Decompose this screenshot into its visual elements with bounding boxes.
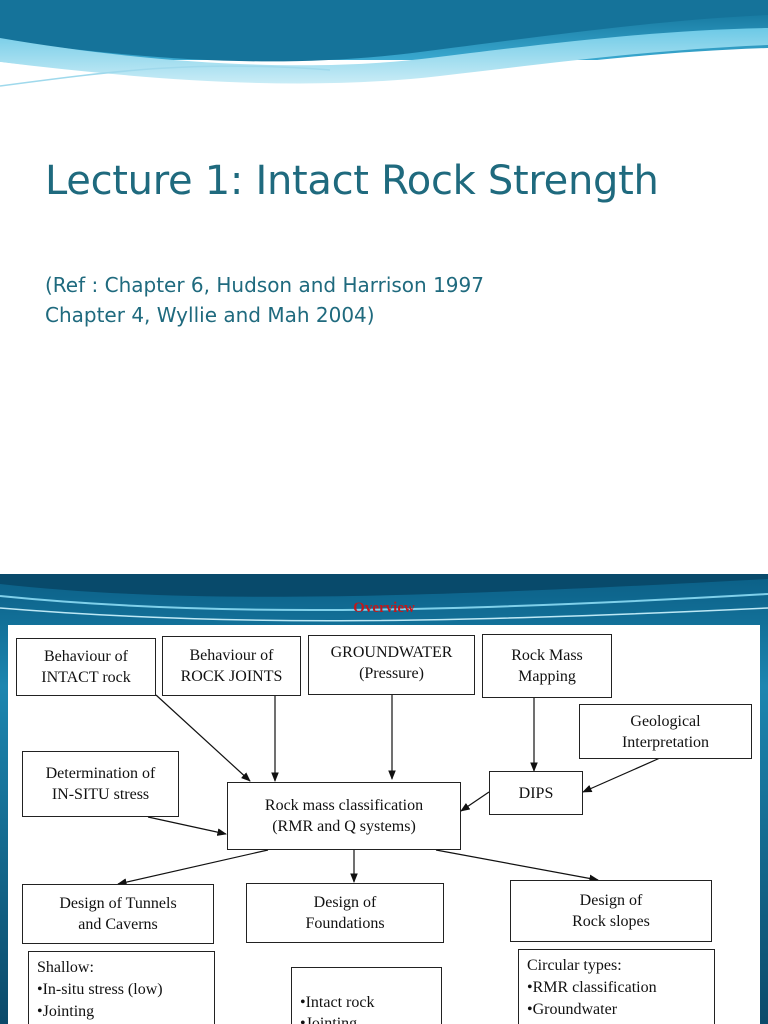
box-tunnels-line-1: Design of Tunnels xyxy=(23,893,213,914)
flowchart-panel: Behaviour of INTACT rock Behaviour of RO… xyxy=(8,625,760,1024)
slide-title: Lecture 1: Intact Rock Strength (Ref : C… xyxy=(0,0,768,574)
box-circular-line-2: •RMR classification xyxy=(527,977,706,999)
box-insitu-stress-line-1: Determination of xyxy=(23,763,178,784)
box-intact-list-line-1: •Intact rock xyxy=(300,992,433,1013)
box-shallow-notes: Shallow: •In-situ stress (low) •Jointing xyxy=(28,951,215,1024)
box-design-foundations: Design of Foundations xyxy=(246,883,444,943)
box-intact-rock: Behaviour of INTACT rock xyxy=(16,638,156,696)
box-groundwater-line-1: GROUNDWATER xyxy=(309,642,474,663)
reference-line-2: Chapter 4, Wyllie and Mah 2004) xyxy=(45,300,484,330)
box-circular-notes: Circular types: •RMR classification •Gro… xyxy=(518,949,715,1024)
box-rock-joints: Behaviour of ROCK JOINTS xyxy=(162,636,301,696)
box-rock-joints-line-1: Behaviour of xyxy=(163,645,300,666)
box-groundwater-line-2: (Pressure) xyxy=(309,663,474,684)
reference-text: (Ref : Chapter 6, Hudson and Harrison 19… xyxy=(45,270,484,330)
slide-overview: Overview Behaviour of xyxy=(0,574,768,1024)
box-intact-rock-line-2: INTACT rock xyxy=(17,667,155,688)
box-dips-label: DIPS xyxy=(490,783,582,804)
box-rock-mass-mapping: Rock Mass Mapping xyxy=(482,634,612,698)
box-geological-line-1: Geological xyxy=(580,711,751,732)
box-slopes-line-1: Design of xyxy=(511,890,711,911)
box-foundation-notes: •Intact rock •Jointing xyxy=(291,967,442,1024)
box-rock-mass-mapping-line-1: Rock Mass xyxy=(483,645,611,666)
box-design-tunnels: Design of Tunnels and Caverns xyxy=(22,884,214,944)
box-circular-line-1: Circular types: xyxy=(527,955,706,977)
box-shallow-line-3: •Jointing xyxy=(37,1001,206,1023)
box-intact-list-line-2: •Jointing xyxy=(300,1013,433,1024)
box-shallow-line-1: Shallow: xyxy=(37,957,206,979)
box-rock-mass-mapping-line-2: Mapping xyxy=(483,666,611,687)
box-dips: DIPS xyxy=(489,771,583,815)
box-intact-rock-line-1: Behaviour of xyxy=(17,646,155,667)
box-design-rock-slopes: Design of Rock slopes xyxy=(510,880,712,942)
box-groundwater: GROUNDWATER (Pressure) xyxy=(308,635,475,695)
box-foundations-line-1: Design of xyxy=(247,892,443,913)
box-rock-mass-classification: Rock mass classification (RMR and Q syst… xyxy=(227,782,461,850)
box-classification-line-1: Rock mass classification xyxy=(228,795,460,816)
box-classification-line-2: (RMR and Q systems) xyxy=(228,816,460,837)
box-geological-line-2: Interpretation xyxy=(580,732,751,753)
overview-heading: Overview xyxy=(0,600,768,617)
box-rock-joints-line-2: ROCK JOINTS xyxy=(163,666,300,687)
box-foundations-line-2: Foundations xyxy=(247,913,443,934)
reference-line-1: (Ref : Chapter 6, Hudson and Harrison 19… xyxy=(45,270,484,300)
box-tunnels-line-2: and Caverns xyxy=(23,914,213,935)
box-insitu-stress: Determination of IN-SITU stress xyxy=(22,751,179,817)
box-shallow-line-2: •In-situ stress (low) xyxy=(37,979,206,1001)
box-geological-interpretation: Geological Interpretation xyxy=(579,704,752,759)
box-insitu-stress-line-2: IN-SITU stress xyxy=(23,784,178,805)
header-wave-decoration xyxy=(0,0,768,95)
box-circular-line-3: •Groundwater xyxy=(527,999,706,1021)
box-slopes-line-2: Rock slopes xyxy=(511,911,711,932)
slide-title-text: Lecture 1: Intact Rock Strength xyxy=(45,158,659,204)
